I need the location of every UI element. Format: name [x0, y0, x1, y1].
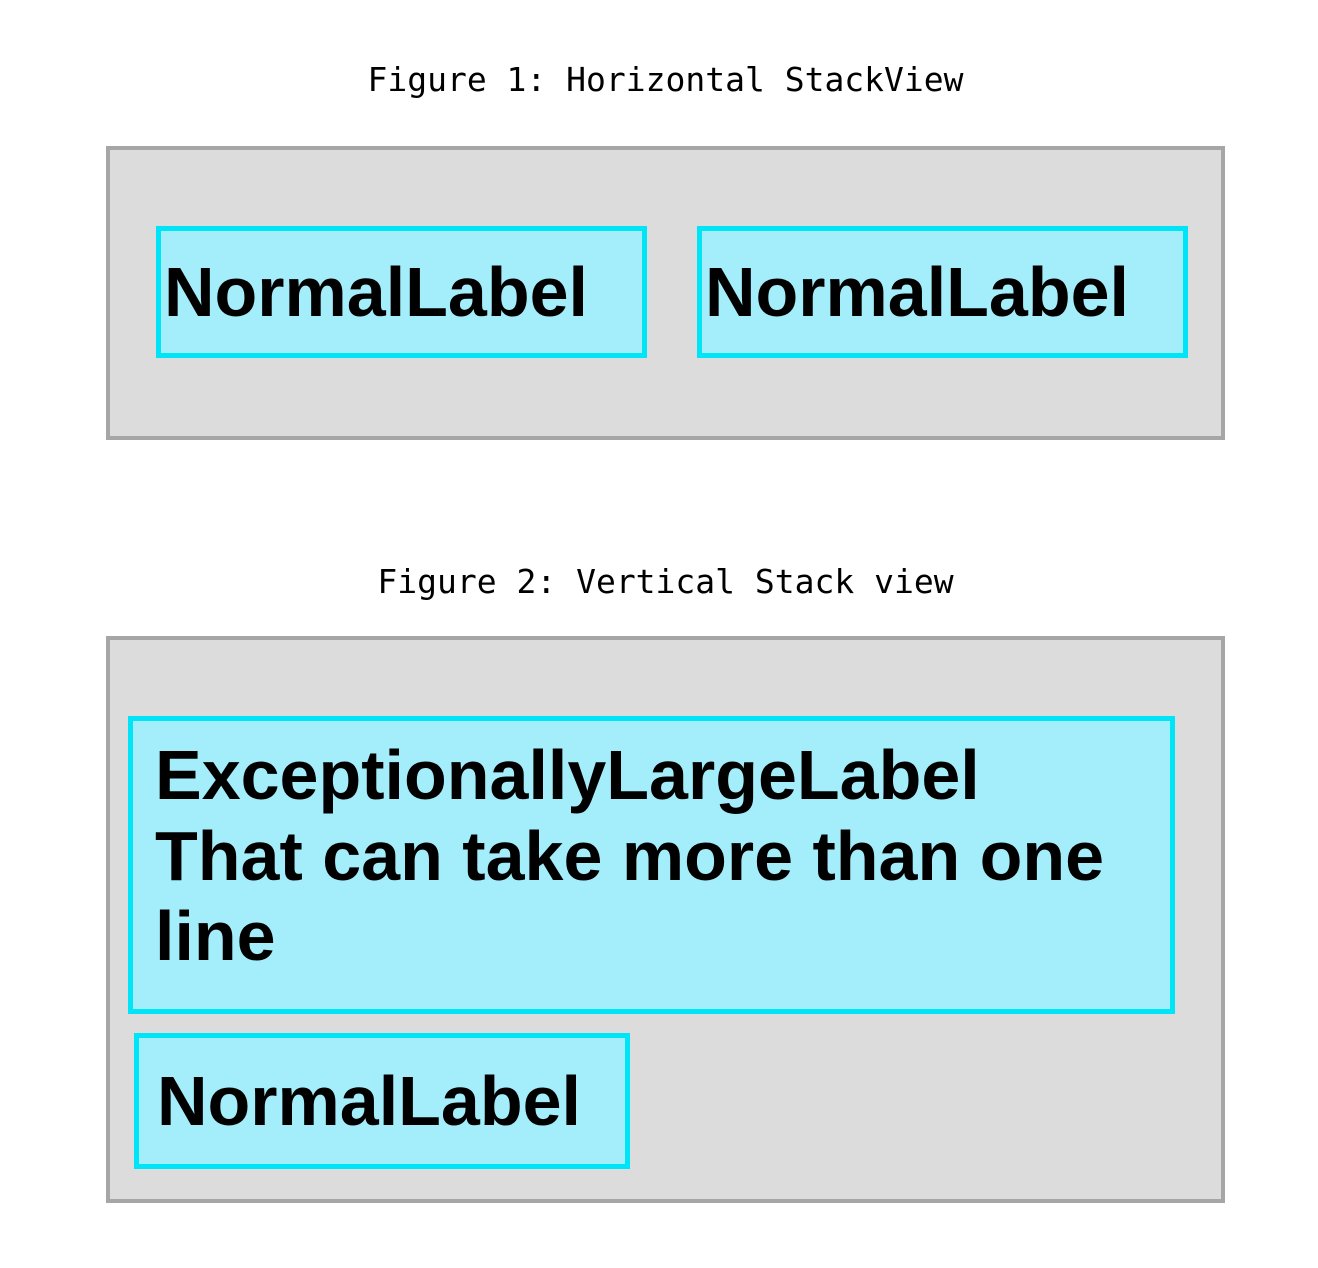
normal-label: NormalLabel — [156, 226, 647, 358]
normal-label: NormalLabel — [697, 226, 1188, 358]
normal-label: NormalLabel — [134, 1033, 630, 1169]
exceptionally-large-label: ExceptionallyLargeLabel That can take mo… — [128, 716, 1175, 1014]
vertical-stackview-container: ExceptionallyLargeLabel That can take mo… — [106, 636, 1225, 1203]
figure2-caption: Figure 2: Vertical Stack view — [377, 562, 954, 601]
figures-column: Figure 1: Horizontal StackView NormalLab… — [106, 0, 1225, 1203]
figure1-caption: Figure 1: Horizontal StackView — [367, 60, 964, 99]
horizontal-stackview-container: NormalLabel NormalLabel — [106, 146, 1225, 440]
